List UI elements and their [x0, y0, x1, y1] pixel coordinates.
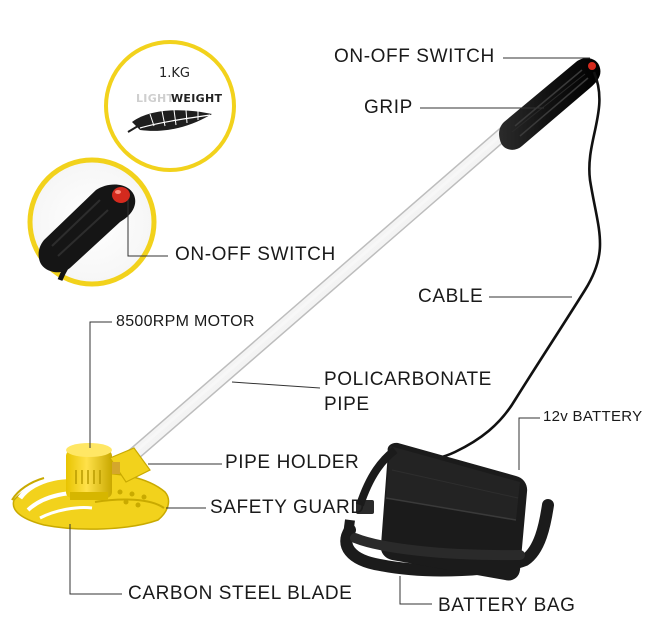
label-battery-bag: BATTERY BAG — [438, 595, 576, 616]
label-carbon-blade: CARBON STEEL BLADE — [128, 583, 353, 604]
grip — [499, 58, 601, 150]
label-grip: GRIP — [364, 97, 413, 118]
label-on-off-switch-top: ON-OFF SWITCH — [334, 46, 495, 67]
leader-lines — [69, 57, 590, 605]
label-motor: 8500RPM MOTOR — [116, 313, 255, 330]
pipe-holder — [109, 447, 151, 483]
polycarbonate-pipe — [118, 121, 517, 469]
label-pipe-line2: PIPE — [324, 394, 370, 415]
badge-light-word: LIGHT — [136, 92, 175, 105]
label-on-off-switch-inset: ON-OFF SWITCH — [175, 244, 336, 265]
motor — [66, 443, 112, 500]
battery-bag — [340, 442, 554, 581]
lightweight-badge — [104, 40, 236, 172]
feather-icon — [127, 109, 212, 133]
label-battery: 12v BATTERY — [543, 408, 643, 425]
switch-inset — [27, 157, 157, 287]
label-cable: CABLE — [418, 286, 484, 307]
weight-value: 1.KG — [159, 66, 191, 81]
trimmer-head — [11, 443, 170, 530]
red-switch-icon — [112, 187, 130, 203]
label-safety-guard: SAFETY GUARD — [210, 497, 365, 518]
label-pipe-holder: PIPE HOLDER — [225, 452, 360, 473]
badge-weight-word: WEIGHT — [171, 92, 223, 105]
label-pipe-line1: POLICARBONATE — [324, 369, 492, 390]
top-switch-icon — [588, 62, 596, 70]
power-cable — [391, 71, 602, 472]
